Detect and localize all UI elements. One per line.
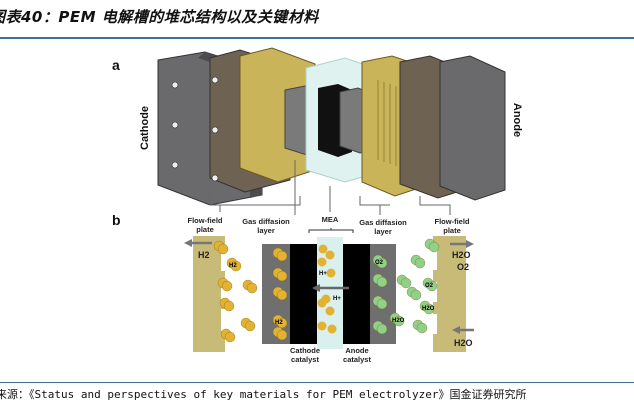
proton [318,244,328,254]
svg-text:H2: H2 [229,263,237,269]
bottom-divider [0,382,634,383]
proton [327,324,337,334]
anode-label: Anode [511,103,523,137]
oxygen-or-water-molecule: O2 [422,277,438,292]
oxygen-or-water-molecule: H2O [389,312,405,327]
hydrogen-molecule [272,326,288,341]
proton [321,294,331,304]
oxygen-or-water-molecule [372,273,388,288]
cathode-label: Cathode [139,106,151,150]
hydrogen-molecule [220,328,236,343]
anode-catalyst-layer [343,244,370,344]
proton-label: H+ [333,296,341,302]
proton [325,306,335,316]
hydrogen-molecule: H2 [226,257,242,272]
h2-out-text: H2 [198,250,210,260]
h2-out-arrow [184,239,212,247]
svg-text:O2: O2 [375,260,384,266]
h2o-out-text: H2O [452,250,471,260]
oxygen-or-water-molecule [424,238,440,253]
o2-out-text: O2 [457,262,469,272]
svg-text:H2O: H2O [392,318,405,324]
hydrogen-molecule [272,247,288,262]
panel-b-label: b [112,212,121,228]
proton [326,268,336,278]
hydrogen-molecule [242,279,258,294]
hydrogen-molecule [272,286,288,301]
cathode-catalyst-layer [290,244,317,344]
oxygen-or-water-molecule [396,274,412,289]
hydrogen-molecule [240,317,256,332]
panel-a-label: a [112,57,120,73]
oxygen-or-water-molecule [410,254,426,269]
hydrogen-molecule [219,297,235,312]
oxygen-or-water-molecule [412,319,428,334]
proton-label: H+ [319,271,327,277]
exploded-stack [157,47,506,215]
svg-text:H2: H2 [275,320,283,326]
oxygen-or-water-molecule [406,286,422,301]
h2o-o2-out-arrow [450,240,474,248]
proton [317,257,327,267]
svg-text:H2O: H2O [422,306,435,312]
oxygen-or-water-molecule [372,295,388,310]
figure-title: 图表40：PEM 电解槽的堆芯结构以及关键材料 [0,8,319,26]
hydrogen-molecule [213,240,229,255]
source-note: 来源：《Status and perspectives of key mater… [0,388,527,401]
mea-label: MEA [322,215,339,224]
oxygen-or-water-molecule: H2O [419,300,435,315]
oxygen-or-water-molecule: O2 [372,254,388,269]
top-divider [0,37,634,39]
hydrogen-molecule: H2 [272,314,288,329]
anode-end-plate [439,55,506,201]
svg-text:O2: O2 [425,283,434,289]
proton-arrow [312,284,349,292]
h2o-in-text: H2O [454,338,473,348]
hydrogen-molecule [272,267,288,282]
hydrogen-molecule [217,277,233,292]
cathode-flow-field-plate [193,236,225,352]
oxygen-or-water-molecule [372,320,388,335]
h2o-in-arrow [452,326,474,334]
proton [317,321,327,331]
anode-flow-field-plate [433,236,466,352]
proton [325,250,335,260]
